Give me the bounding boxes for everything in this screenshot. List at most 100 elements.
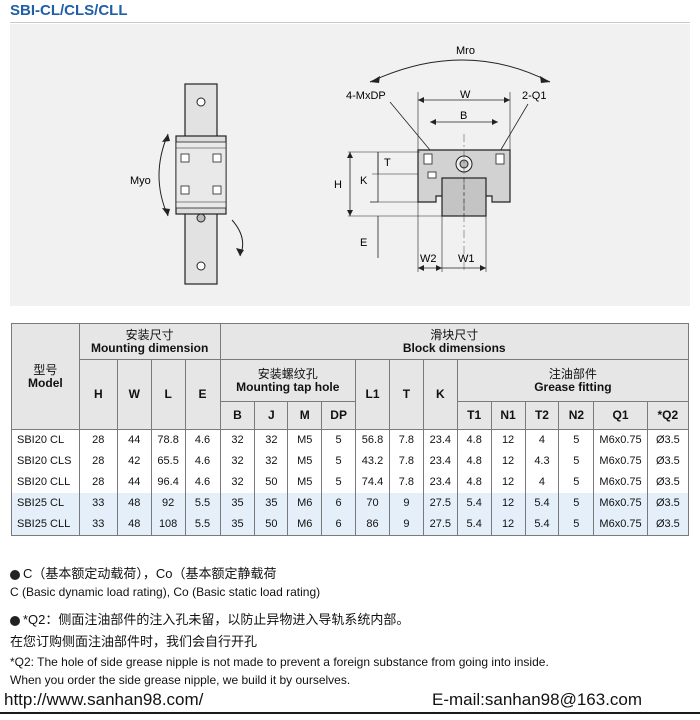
specification-table: 型号 Model 安装尺寸 Mounting dimension 滑块尺寸 Bl… [11, 323, 690, 536]
cell-n1: 12 [490, 514, 526, 536]
col-t2: T2 [524, 401, 560, 430]
model-cell: SBI25 CL [11, 493, 80, 514]
note-2-en: *Q2: The hole of side grease nipple is n… [10, 655, 549, 669]
cell-l1: 74.4 [355, 472, 390, 493]
website-link[interactable]: http://www.sanhan98.com/ [4, 690, 204, 709]
col-l1: L1 [355, 359, 390, 430]
cell-q1: M6x0.75 [593, 493, 648, 514]
cell-q2: Ø3.5 [646, 493, 690, 514]
cell-t1: 4.8 [456, 451, 492, 472]
cell-h: 28 [78, 472, 118, 493]
cell-t: 7.8 [388, 451, 424, 472]
cell-n1: 12 [490, 451, 526, 472]
note-2-cn: *Q2：侧面注油部件的注入孔未留，以防止异物进入导轨系统内部。 [10, 609, 409, 628]
cell-k: 27.5 [422, 514, 458, 536]
cell-n1: 12 [490, 493, 526, 514]
cell-j: 35 [254, 493, 289, 514]
cell-l: 108 [150, 514, 186, 536]
cell-h: 33 [78, 493, 118, 514]
col-q1: Q1 [593, 401, 648, 430]
col-t1: T1 [456, 401, 492, 430]
mxdp-label: 4-MxDP [346, 90, 386, 102]
col-e: E [184, 359, 221, 430]
cell-n1: 12 [490, 472, 526, 493]
cell-t1: 4.8 [456, 472, 492, 493]
footer-divider [0, 712, 700, 714]
w-label: W [460, 89, 471, 101]
cell-j: 32 [254, 451, 289, 472]
b-label: B [460, 110, 467, 122]
cell-t: 7.8 [388, 429, 424, 451]
cell-q2: Ø3.5 [646, 514, 690, 536]
cell-q1: M6x0.75 [593, 429, 648, 451]
cell-j: 32 [254, 429, 289, 451]
cell-t1: 4.8 [456, 429, 492, 451]
cell-n2: 5 [558, 472, 595, 493]
q1-label: 2-Q1 [522, 90, 546, 102]
cell-t2: 4 [524, 472, 560, 493]
cell-j: 50 [254, 514, 289, 536]
cell-e: 4.6 [184, 451, 221, 472]
cell-q1: M6x0.75 [593, 451, 648, 472]
cell-j: 50 [254, 472, 289, 493]
model-cell: SBI20 CLS [11, 451, 80, 472]
cell-l1: 56.8 [355, 429, 390, 451]
cell-w: 44 [116, 429, 152, 451]
note-1-en: C (Basic dynamic load rating), Co (Basic… [10, 585, 321, 599]
cell-n2: 5 [558, 514, 595, 536]
mounting-dimension-header: 安装尺寸 Mounting dimension [78, 323, 221, 360]
bullet-icon [10, 569, 20, 580]
bullet-icon [10, 615, 20, 626]
cell-t1: 5.4 [456, 514, 492, 536]
cell-k: 27.5 [422, 493, 458, 514]
col-dp: DP [321, 401, 357, 430]
col-n2: N2 [558, 401, 595, 430]
col-b: B [219, 401, 256, 430]
cell-w: 44 [116, 472, 152, 493]
cell-n1: 12 [490, 429, 526, 451]
cell-dp: 5 [321, 451, 357, 472]
cell-w: 42 [116, 451, 152, 472]
cell-m: M5 [287, 472, 323, 493]
block-dimensions-header: 滑块尺寸 Block dimensions [219, 323, 689, 360]
cell-h: 28 [78, 429, 118, 451]
cell-n2: 5 [558, 429, 595, 451]
model-cell: SBI20 CL [11, 429, 80, 451]
technical-drawing-panel: Myo Mro W B 4-MxDP 2-Q1 [10, 24, 690, 306]
cell-h: 33 [78, 514, 118, 536]
cell-dp: 6 [321, 514, 357, 536]
model-header: 型号 Model [11, 323, 80, 430]
col-h: H [78, 359, 118, 430]
h-label: H [334, 179, 342, 191]
email-link[interactable]: E-mail:sanhan98@163.com [432, 690, 643, 709]
model-cell: SBI20 CLL [11, 472, 80, 493]
title-divider [10, 22, 690, 23]
cell-l1: 86 [355, 514, 390, 536]
cell-dp: 6 [321, 493, 357, 514]
cell-l1: 70 [355, 493, 390, 514]
cell-l: 65.5 [150, 451, 186, 472]
cell-e: 4.6 [184, 472, 221, 493]
mounting-tap-hole-header: 安装螺纹孔 Mounting tap hole [219, 359, 357, 402]
cell-k: 23.4 [422, 451, 458, 472]
cell-q1: M6x0.75 [593, 472, 648, 493]
col-l: L [150, 359, 186, 430]
technical-drawing: Myo Mro W B 4-MxDP 2-Q1 [130, 45, 551, 285]
note-2-en-line2: When you order the side grease nipple, w… [10, 673, 351, 687]
cell-l: 96.4 [150, 472, 186, 493]
cell-q2: Ø3.5 [646, 429, 690, 451]
col-t: T [388, 359, 424, 430]
cell-t: 7.8 [388, 472, 424, 493]
cell-k: 23.4 [422, 472, 458, 493]
cell-m: M6 [287, 514, 323, 536]
page-title: SBI-CL/CLS/CLL [10, 2, 128, 19]
e-label: E [360, 237, 367, 249]
model-cell: SBI25 CLL [11, 514, 80, 536]
cell-t: 9 [388, 493, 424, 514]
note-1-cn: C（基本额定动载荷），Co（基本额定静载荷 [10, 563, 277, 582]
